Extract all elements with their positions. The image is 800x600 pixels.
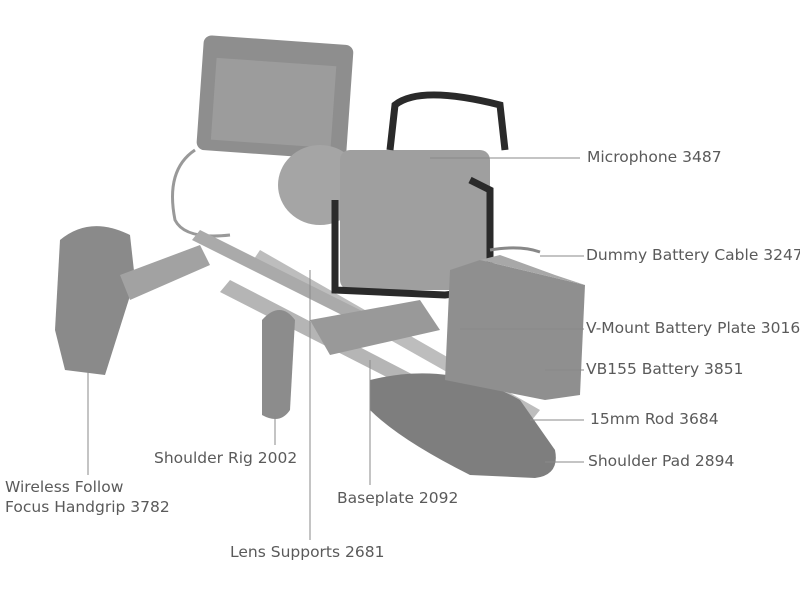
label-dummy-battery-cable: Dummy Battery Cable 3247 (586, 246, 800, 264)
wireless-handgrip (55, 226, 210, 375)
label-15mm-rod: 15mm Rod 3684 (590, 410, 719, 428)
baseplate (310, 300, 440, 355)
label-baseplate: Baseplate 2092 (337, 489, 459, 507)
shoulder-rig-grip (262, 310, 295, 419)
leader-lines (87, 157, 584, 540)
label-handgrip-line1: Wireless Follow (5, 478, 124, 496)
label-microphone: Microphone 3487 (587, 148, 722, 166)
label-shoulder-rig: Shoulder Rig 2002 (154, 449, 298, 467)
monitor-cable (171, 148, 231, 238)
label-vb155-battery: VB155 Battery 3851 (586, 360, 744, 378)
label-shoulder-pad: Shoulder Pad 2894 (588, 452, 735, 470)
monitor (196, 35, 354, 160)
camera-body (340, 150, 490, 290)
vb155-battery (445, 255, 585, 400)
shoulder-pad (370, 373, 556, 478)
label-v-mount-plate: V-Mount Battery Plate 3016 (586, 319, 800, 337)
label-lens-supports: Lens Supports 2681 (230, 543, 385, 561)
dummy-battery-cable (489, 246, 541, 254)
label-handgrip-line2: Focus Handgrip 3782 (5, 498, 170, 516)
